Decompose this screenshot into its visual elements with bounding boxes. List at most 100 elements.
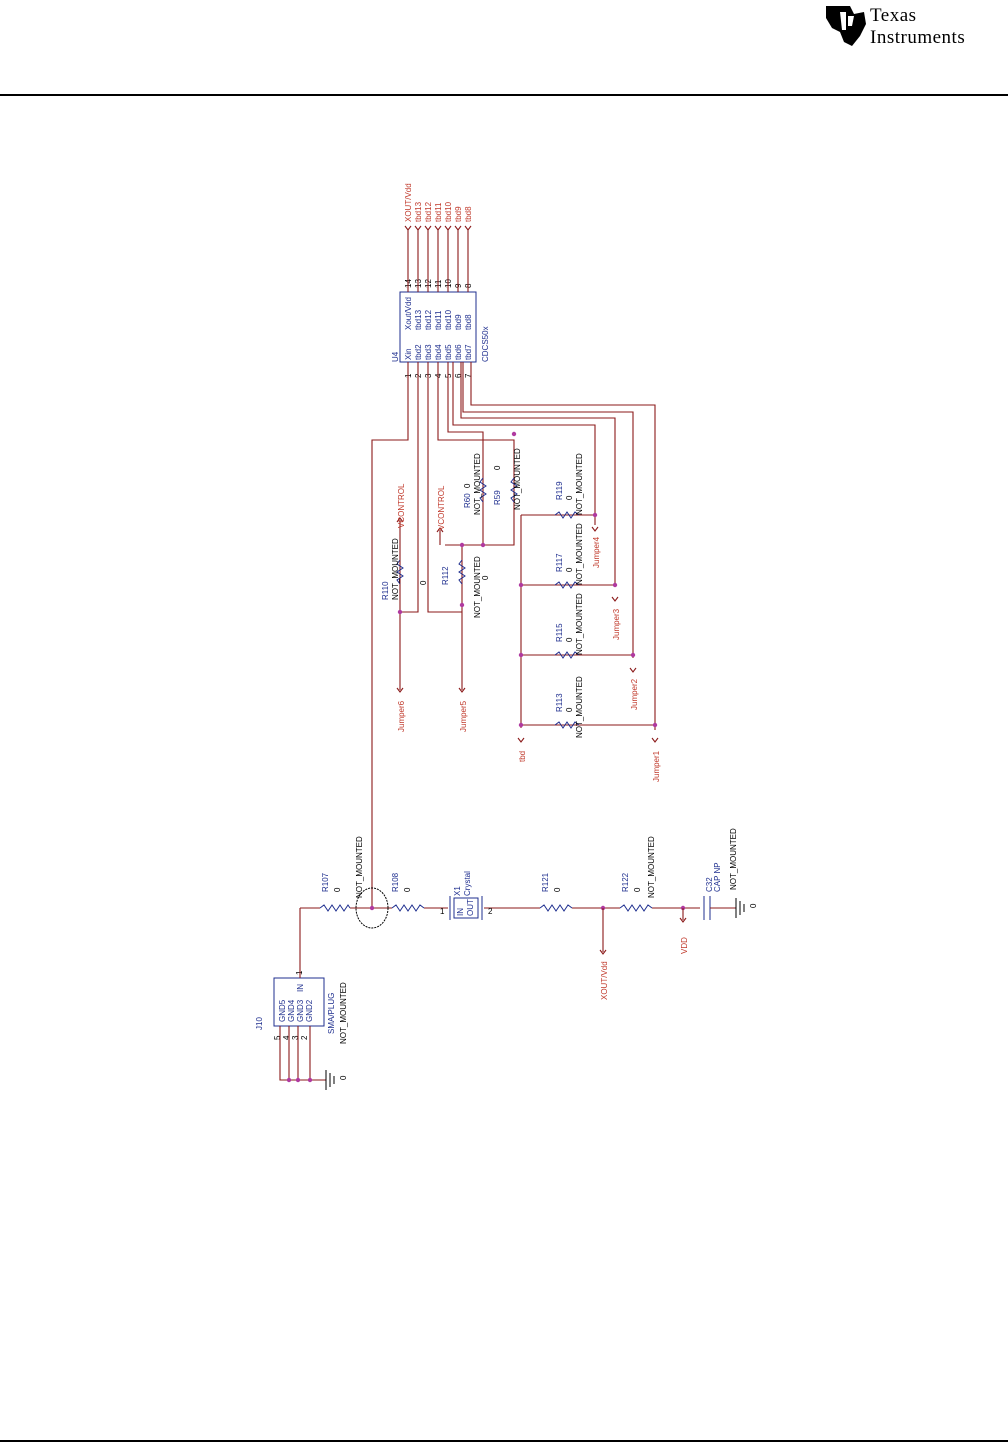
u4-pin-name: Xin xyxy=(404,348,413,360)
r107-value: 0 xyxy=(333,887,342,892)
r112-group: R112 NOT_MOUNTED 0 VCONTROL Jumper5 xyxy=(436,485,490,732)
j10-note: NOT_MOUNTED xyxy=(339,982,348,1044)
u4-input-wires xyxy=(371,362,656,908)
vcontrol-label-2: VCONTROL xyxy=(437,485,446,530)
c32-note: NOT_MOUNTED xyxy=(729,828,738,890)
r60-note: NOT_MOUNTED xyxy=(473,453,482,515)
j10-pin-num: 2 xyxy=(300,1035,309,1040)
vcontrol-label-1: VCONTROL xyxy=(397,483,406,528)
j10-pin-name: GND2 xyxy=(305,999,314,1022)
brand-wordmark: Texas Instruments xyxy=(870,6,965,47)
net-label: tbd8 xyxy=(464,206,473,222)
u4-pin-name: tbd6 xyxy=(454,344,463,360)
u4-pin-name: tbd13 xyxy=(414,309,423,330)
u4-pin-name: tbd11 xyxy=(434,310,443,330)
u4-pin-name: tbd5 xyxy=(444,344,453,360)
c32-ref: C32 xyxy=(705,877,714,892)
jumper4-label: Jumper4 xyxy=(592,536,601,568)
u4-pin-name: tbd7 xyxy=(464,344,473,360)
footer-rule xyxy=(0,1440,1008,1442)
r59-value: 0 xyxy=(493,465,502,470)
r113-note: NOT_MOUNTED xyxy=(575,676,584,738)
u4-pin-name: tbd9 xyxy=(454,314,463,330)
j10-pin-num: 3 xyxy=(291,1035,300,1040)
net-label: tbd10 xyxy=(444,201,453,222)
c32-type: CAP NP xyxy=(713,862,722,892)
r59-ref: R59 xyxy=(493,490,502,505)
r121-value: 0 xyxy=(553,887,562,892)
jumper6-label: Jumper6 xyxy=(397,700,406,732)
u4-pin-name: tbd3 xyxy=(424,344,433,360)
net-label: tbd12 xyxy=(424,201,433,222)
j10-pin-name: GND3 xyxy=(296,999,305,1022)
u4-ref: U4 xyxy=(391,351,400,362)
u4-pin-num: 6 xyxy=(454,373,463,378)
r59-note: NOT_MOUNTED xyxy=(513,448,522,510)
x1-pin2: 2 xyxy=(488,907,493,916)
x1-out: OUT xyxy=(466,899,475,916)
net-label: tbd9 xyxy=(454,206,463,222)
r110-note: NOT_MOUNTED xyxy=(391,538,400,600)
r112-ref: R112 xyxy=(441,566,450,585)
j10-pin-num: 5 xyxy=(273,1035,282,1040)
jumper-resistor-bank: R119 0 NOT_MOUNTED R117 0 NOT_MOUNTED R1… xyxy=(517,453,661,782)
x1-type: Crystal xyxy=(463,871,472,896)
u4-pin-name: tbd2 xyxy=(414,344,423,360)
net-label: XOUT/Vdd xyxy=(404,183,413,222)
r110-value: 0 xyxy=(419,580,428,585)
r115-note: NOT_MOUNTED xyxy=(575,593,584,655)
r119-note: NOT_MOUNTED xyxy=(575,453,584,515)
j10-pin-name: GND5 xyxy=(278,999,287,1022)
r110-group: R110 NOT_MOUNTED 0 VCONTROL Jumper6 xyxy=(381,483,428,732)
r112-value: 0 xyxy=(481,575,490,580)
u4-pin-num: 7 xyxy=(464,373,473,378)
brand-line-2: Instruments xyxy=(870,27,966,48)
u4-output-nets: XOUT/Vdd tbd13 tbd12 tbd11 tbd10 tbd9 tb… xyxy=(404,183,473,292)
r117-value: 0 xyxy=(565,567,574,572)
r117-ref: R117 xyxy=(555,553,564,572)
net-label: tbd13 xyxy=(414,201,423,222)
r60-value: 0 xyxy=(463,483,472,488)
r119-ref: R119 xyxy=(555,481,564,500)
r107-ref: R107 xyxy=(321,872,330,892)
j10-pin-num: 4 xyxy=(282,1035,291,1040)
jumper3-label: Jumper3 xyxy=(612,608,621,640)
vdd-label: VDD xyxy=(680,937,689,954)
r108-value: 0 xyxy=(403,887,412,892)
tbd-label: tbd xyxy=(518,751,527,762)
r115-value: 0 xyxy=(565,637,574,642)
r110-ref: R110 xyxy=(381,581,390,600)
r112-note: NOT_MOUNTED xyxy=(473,556,482,618)
u4-ic: U4 CDCS50x Xin tbd2 tbd3 tbd4 tbd5 tbd6 … xyxy=(391,183,490,378)
u4-pin-name: tbd8 xyxy=(464,314,473,330)
r119-value: 0 xyxy=(565,495,574,500)
header-rule xyxy=(0,94,1008,96)
r113-ref: R113 xyxy=(555,693,564,712)
j10-ref: J10 xyxy=(255,1017,264,1030)
brand-line-1: Texas xyxy=(870,5,917,26)
x1-in: IN xyxy=(456,908,465,916)
r60-ref: R60 xyxy=(463,493,472,508)
jumper1-label: Jumper1 xyxy=(652,750,661,782)
crystal-path: R107 0 NOT_MOUNTED R108 0 X1 Crystal IN … xyxy=(299,828,758,1000)
x1-ref: X1 xyxy=(453,886,462,896)
x1-pin1: 1 xyxy=(440,907,445,916)
r115-ref: R115 xyxy=(555,623,564,642)
ground-value-j10: 0 xyxy=(339,1075,348,1080)
u4-part: CDCS50x xyxy=(481,326,490,362)
r122-value: 0 xyxy=(633,887,642,892)
u4-pin-name: tbd12 xyxy=(424,309,433,330)
r122-ref: R122 xyxy=(621,872,630,892)
u4-pin-name: Xout/Vdd xyxy=(404,297,413,330)
u4-pin-name: tbd10 xyxy=(444,309,453,330)
u4-pin-name: tbd4 xyxy=(434,344,443,360)
j10-part: SMA/PLUG xyxy=(327,993,336,1034)
r113-value: 0 xyxy=(565,707,574,712)
r117-note: NOT_MOUNTED xyxy=(575,523,584,585)
xout-vdd-label: XOUT/Vdd xyxy=(600,961,609,1000)
j10-connector: J10 SMA/PLUG NOT_MOUNTED GND5 GND4 GND3 … xyxy=(255,970,348,1090)
j10-pin-name: GND4 xyxy=(287,999,296,1022)
r108-ref: R108 xyxy=(391,872,400,892)
